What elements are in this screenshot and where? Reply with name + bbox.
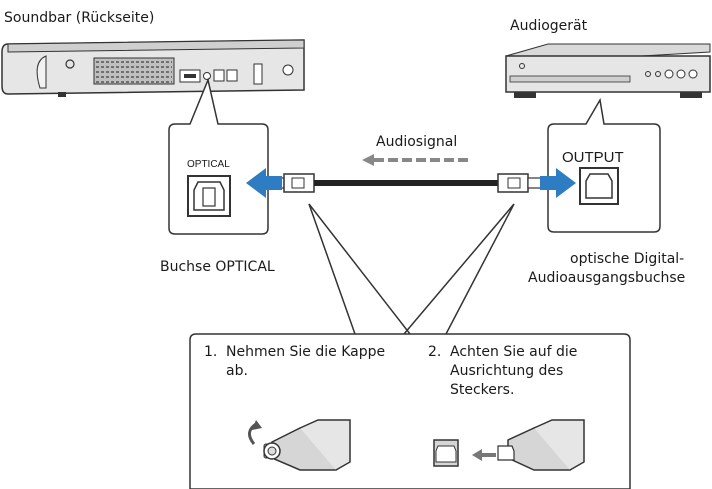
plug-orientation-illustration <box>433 419 585 471</box>
plug-in-arrow-left <box>246 168 282 198</box>
optical-jack-callout: OPTICAL <box>168 77 269 235</box>
caption-output-jack-line1: optische Digital- <box>570 251 684 267</box>
audio-device-label: Audiogerät <box>510 18 588 34</box>
output-jack-label: OUTPUT <box>562 149 624 166</box>
optical-jack-label: OPTICAL <box>187 159 230 170</box>
output-jack-callout: OUTPUT <box>547 97 661 233</box>
step-2-line1: Achten Sie auf die <box>450 344 577 360</box>
signal-label: Audiosignal <box>376 134 457 150</box>
step-2-line3: Steckers. <box>450 382 514 398</box>
signal-direction-arrow <box>362 154 468 166</box>
audio-device-illustration <box>505 43 711 98</box>
caption-output-jack-line2: Audioausgangsbuchse <box>528 270 685 286</box>
instructions-panel <box>189 203 631 489</box>
caption-optical-jack: Buchse OPTICAL <box>160 259 275 275</box>
soundbar-illustration <box>1 39 305 97</box>
step-1-line1: Nehmen Sie die Kappe <box>226 344 385 360</box>
soundbar-label: Soundbar (Rückseite) <box>4 10 154 26</box>
plug-in-arrow-right <box>540 168 576 198</box>
step-2-number: 2. <box>428 344 441 360</box>
step-1-line2: ab. <box>226 363 248 379</box>
optical-cable <box>269 173 543 193</box>
remove-cap-illustration <box>248 419 351 471</box>
step-1-number: 1. <box>204 344 217 360</box>
step-2-line2: Ausrichtung des <box>450 363 563 379</box>
